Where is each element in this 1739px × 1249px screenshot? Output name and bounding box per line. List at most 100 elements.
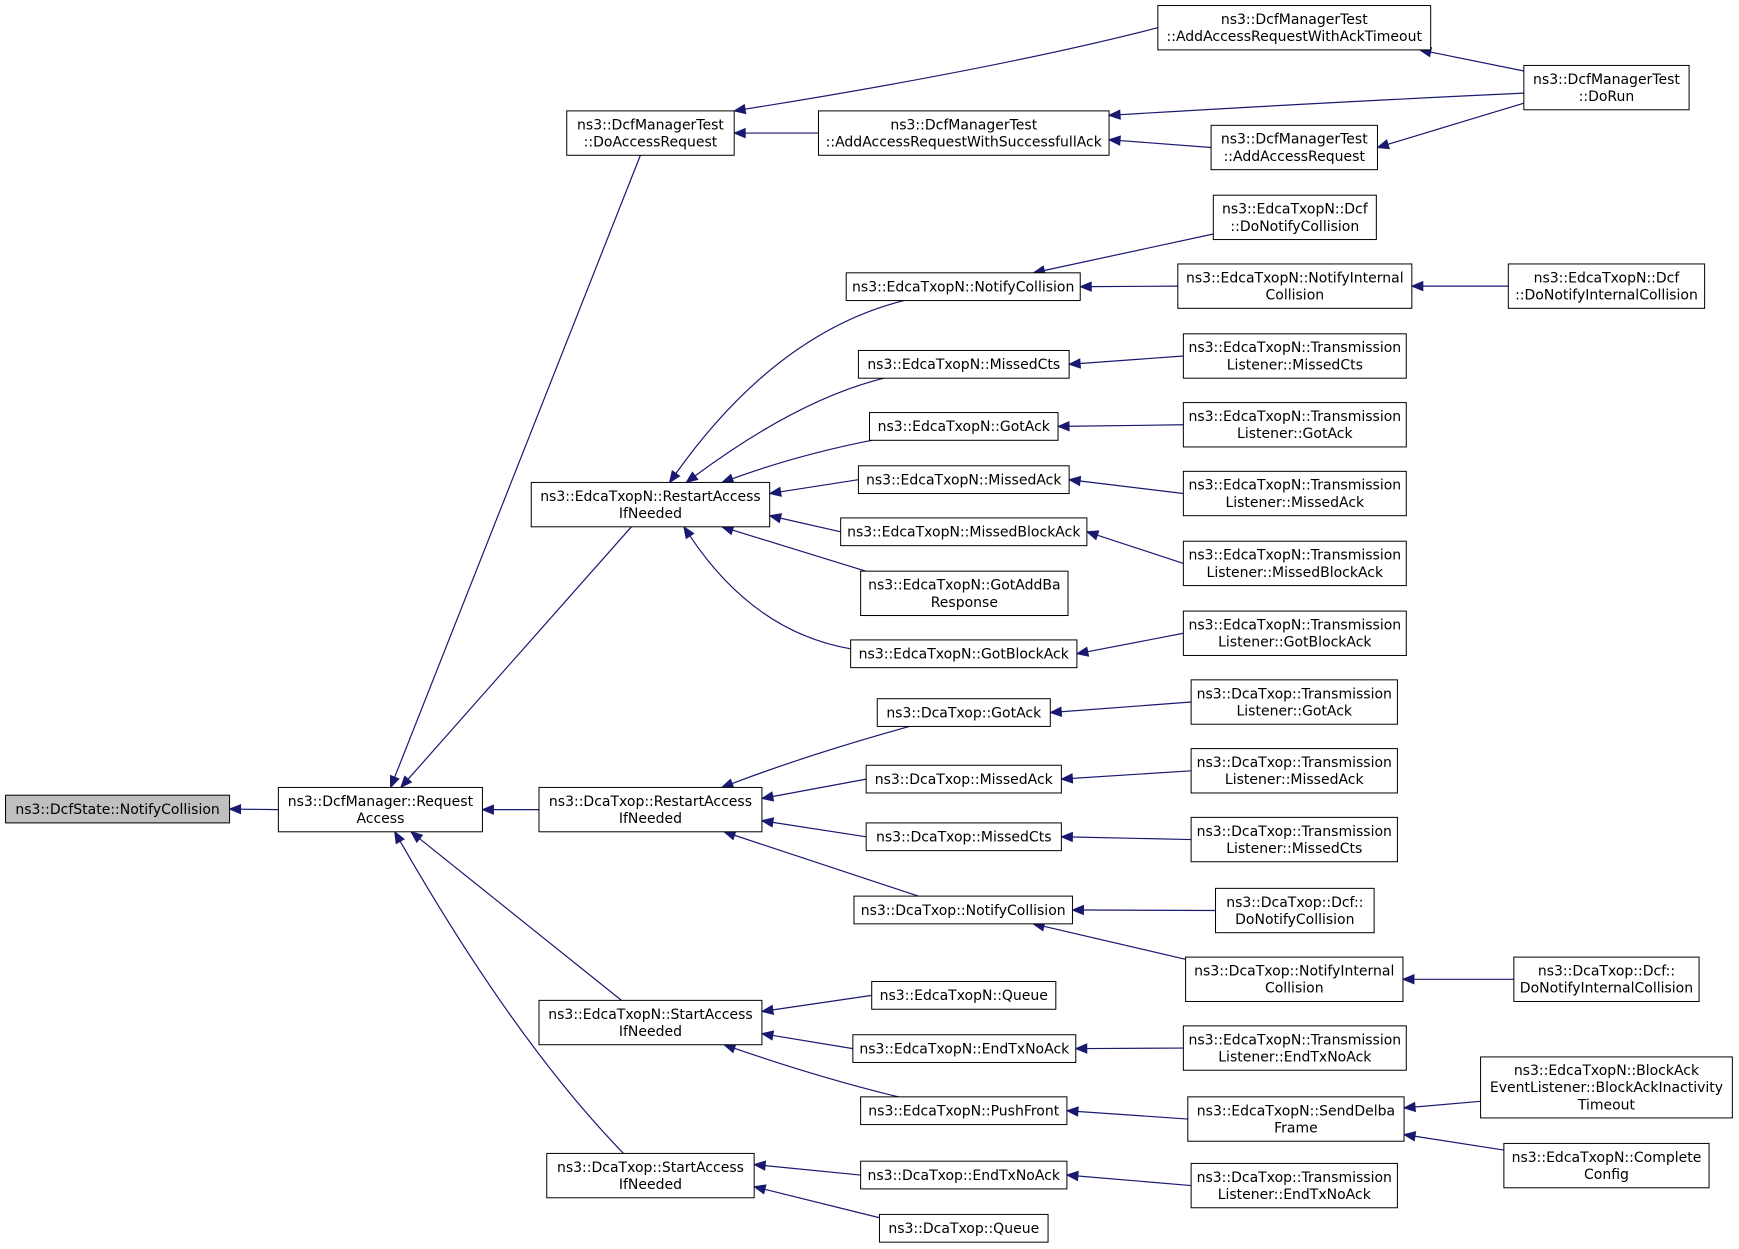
edge-line — [772, 821, 867, 838]
caller-function-node[interactable]: ns3::EdcaTxopN::Queue — [871, 981, 1057, 1010]
node-box — [1182, 1025, 1407, 1071]
arrowhead-icon — [1067, 358, 1081, 369]
caller-function-node[interactable]: ns3::EdcaTxopN::NotifyInternalCollision — [1177, 263, 1413, 309]
node-label: ns3::DcaTxop::Transmission — [1197, 824, 1392, 840]
caller-function-node[interactable]: ns3::DcaTxop::GotAck — [876, 698, 1051, 727]
arrowhead-icon — [732, 127, 746, 139]
node-box — [857, 465, 1070, 495]
node-box — [546, 1152, 755, 1199]
node-box — [1190, 816, 1398, 863]
node-box — [871, 981, 1057, 1010]
caller-function-node[interactable]: ns3::EdcaTxopN::BlockAckEventListener::B… — [1480, 1056, 1733, 1119]
caller-function-node[interactable]: ns3::EdcaTxopN::TransmissionListener::Mi… — [1182, 333, 1407, 379]
node-label: IfNeeded — [619, 1024, 682, 1040]
caller-function-node[interactable]: ns3::DcfManagerTest::DoRun — [1523, 64, 1690, 111]
node-box — [865, 822, 1062, 852]
node-box — [1210, 124, 1378, 171]
node-label: ns3::EdcaTxopN::NotifyCollision — [852, 280, 1074, 296]
caller-function-node[interactable]: ns3::EdcaTxopN::TransmissionListener::Mi… — [1182, 540, 1407, 587]
caller-function-node[interactable]: ns3::DcfManagerTest::AddAccessRequest — [1210, 124, 1378, 171]
caller-function-node[interactable]: ns3::DcaTxop::TransmissionListener::EndT… — [1190, 1162, 1398, 1209]
node-box — [1157, 5, 1432, 51]
edge-line — [694, 377, 885, 477]
node-label: Listener::EndTxNoAck — [1218, 1187, 1372, 1203]
call-edge — [481, 804, 540, 815]
node-box — [860, 570, 1069, 617]
caller-function-node[interactable]: ns3::EdcaTxopN::GotAck — [869, 412, 1059, 441]
edge-line — [734, 834, 919, 897]
node-box — [1190, 1162, 1398, 1209]
arrowhead-icon — [768, 486, 782, 497]
caller-function-node[interactable]: ns3::DcaTxop::Queue — [878, 1213, 1049, 1243]
caller-function-node[interactable]: ns3::EdcaTxopN::Dcf::DoNotifyInternalCol… — [1507, 263, 1706, 309]
caller-function-node[interactable]: ns3::EdcaTxopN::TransmissionListener::Mi… — [1182, 470, 1407, 517]
node-label: ns3::DcfManagerTest — [1221, 132, 1368, 148]
caller-function-node[interactable]: ns3::DcfManagerTest::DoAccessRequest — [566, 110, 735, 156]
caller-function-node[interactable]: ns3::EdcaTxopN::Dcf::DoNotifyCollision — [1212, 194, 1377, 241]
caller-function-node[interactable]: ns3::EdcaTxopN::PushFront — [860, 1096, 1068, 1126]
node-layer: ns3::DcfState::NotifyCollision ns3::DcfMa… — [5, 5, 1733, 1243]
caller-function-node[interactable]: ns3::DcaTxop::MissedCts — [865, 822, 1062, 852]
node-label: Collision — [1265, 981, 1324, 997]
caller-function-node[interactable]: ns3::DcaTxop::TransmissionListener::Miss… — [1190, 748, 1398, 794]
arrowhead-icon — [1078, 281, 1092, 292]
node-label: Listener::GotBlockAck — [1218, 635, 1372, 651]
caller-function-node[interactable]: ns3::EdcaTxopN::TransmissionListener::Go… — [1182, 610, 1407, 656]
node-box — [1177, 263, 1413, 309]
edge-line — [1061, 701, 1192, 713]
caller-function-node[interactable]: ns3::EdcaTxopN::MissedCts — [857, 349, 1070, 379]
caller-function-node[interactable]: ns3::DcaTxop::NotifyInternalCollision — [1185, 956, 1404, 1002]
arrowhead-icon — [760, 817, 775, 828]
caller-function-node[interactable]: ns3::DcaTxop::MissedAck — [865, 764, 1062, 794]
caller-function-node[interactable]: ns3::DcfManagerTest::AddAccessRequestWit… — [817, 110, 1110, 156]
caller-function-node[interactable]: ns3::EdcaTxopN::TransmissionListener::Go… — [1182, 402, 1407, 448]
caller-function-node[interactable]: ns3::DcaTxop::TransmissionListener::GotA… — [1190, 679, 1398, 725]
call-edge — [1060, 770, 1192, 784]
node-label: Access — [356, 811, 404, 827]
node-label: ns3::DcfManagerTest — [1533, 72, 1680, 88]
node-label: IfNeeded — [619, 506, 682, 522]
caller-function-node[interactable]: ns3::DcaTxop::TransmissionListener::Miss… — [1190, 816, 1398, 863]
node-label: ns3::EdcaTxopN::Transmission — [1188, 1032, 1401, 1048]
node-label: ns3::EdcaTxopN::PushFront — [868, 1104, 1059, 1120]
caller-function-node[interactable]: ns3::DcaTxop::Dcf::DoNotifyInternalColli… — [1513, 956, 1700, 1002]
caller-function-node[interactable]: ns3::EdcaTxopN::EndTxNoAck — [852, 1034, 1077, 1063]
call-edge — [1402, 1100, 1481, 1113]
caller-function-node[interactable]: ns3::EdcaTxopN::GotBlockAck — [850, 639, 1078, 669]
caller-function-node[interactable]: ns3::EdcaTxopN::MissedBlockAck — [840, 517, 1088, 547]
caller-function-node[interactable]: ns3::DcaTxop::EndTxNoAck — [860, 1160, 1068, 1190]
node-label: ns3::EdcaTxopN::StartAccess — [548, 1007, 752, 1023]
node-label: IfNeeded — [619, 1177, 682, 1193]
call-edge — [1410, 280, 1509, 292]
caller-function-node[interactable]: ns3::EdcaTxopN::NotifyCollision — [845, 272, 1081, 302]
caller-function-node[interactable]: ns3::EdcaTxopN::MissedAck — [857, 465, 1070, 495]
node-label: Listener::MissedAck — [1225, 772, 1365, 788]
node-label: ns3::DcaTxop::Transmission — [1197, 1170, 1392, 1186]
caller-function-node[interactable]: ns3::DcaTxop::Dcf::DoNotifyCollision — [1215, 887, 1375, 934]
edge-line — [1120, 92, 1524, 116]
caller-function-node[interactable]: ns3::EdcaTxopN::TransmissionListener::En… — [1182, 1025, 1407, 1071]
focus-function-node[interactable]: ns3::DcfState::NotifyCollision — [5, 794, 231, 824]
arrowhead-icon — [760, 1004, 775, 1015]
caller-function-node[interactable]: ns3::DcaTxop::NotifyCollision — [853, 895, 1073, 925]
arrowhead-icon — [389, 774, 400, 789]
call-edge — [1056, 421, 1184, 432]
arrowhead-icon — [732, 103, 747, 115]
call-edge — [1031, 921, 1186, 960]
caller-function-node[interactable]: ns3::DcfManagerTest::AddAccessRequestWit… — [1157, 5, 1432, 51]
edge-line — [1077, 1175, 1192, 1187]
node-label: ns3::DcaTxop::NotifyInternal — [1194, 964, 1394, 980]
edge-line — [765, 1164, 861, 1176]
call-edge — [1067, 475, 1184, 495]
node-box — [1182, 610, 1407, 656]
node-label: ns3::DcaTxop::Dcf:: — [1226, 895, 1363, 911]
